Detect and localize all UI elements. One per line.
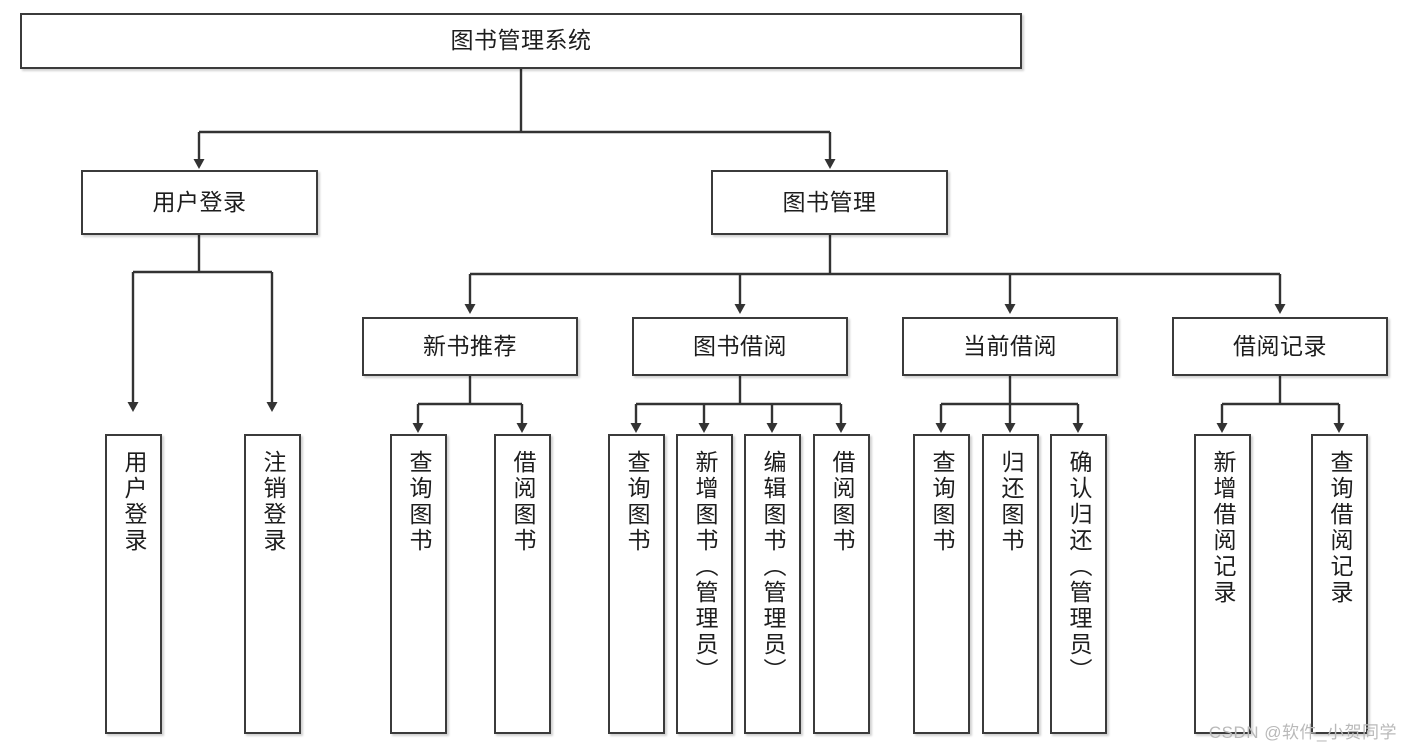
node-book-borrow-label: 图书借阅 (693, 332, 787, 359)
node-leaf-edit-book-label: 编辑图书（管理员） (760, 450, 786, 684)
node-leaf-logout[interactable]: 注销登录 (244, 434, 301, 734)
node-leaf-add-record-label: 新增借阅记录 (1210, 450, 1236, 606)
node-leaf-borrow-book-1-label: 借阅图书 (510, 450, 536, 554)
node-leaf-borrow-book-2-label: 借阅图书 (829, 450, 855, 554)
node-borrow-record[interactable]: 借阅记录 (1172, 317, 1388, 376)
connectors (127, 69, 1345, 433)
node-book-manage-label: 图书管理 (782, 188, 877, 215)
node-borrow-record-label: 借阅记录 (1233, 332, 1327, 359)
node-current-borrow[interactable]: 当前借阅 (902, 317, 1118, 376)
node-leaf-query-book-2[interactable]: 查询图书 (608, 434, 665, 734)
node-new-book-rec[interactable]: 新书推荐 (362, 317, 578, 376)
node-leaf-query-book-3[interactable]: 查询图书 (913, 434, 970, 734)
node-leaf-user-login-label: 用户登录 (121, 450, 147, 554)
node-leaf-borrow-book-1[interactable]: 借阅图书 (494, 434, 551, 734)
node-book-manage[interactable]: 图书管理 (711, 170, 948, 235)
node-leaf-query-book-1-label: 查询图书 (406, 450, 432, 554)
node-book-borrow[interactable]: 图书借阅 (632, 317, 848, 376)
node-leaf-add-book[interactable]: 新增图书（管理员） (676, 434, 733, 734)
node-leaf-query-book-1[interactable]: 查询图书 (390, 434, 447, 734)
node-leaf-query-book-3-label: 查询图书 (929, 450, 955, 554)
node-leaf-query-record-label: 查询借阅记录 (1327, 450, 1353, 606)
node-root-label: 图书管理系统 (450, 27, 592, 54)
node-user-login[interactable]: 用户登录 (81, 170, 318, 235)
node-leaf-edit-book[interactable]: 编辑图书（管理员） (744, 434, 801, 734)
node-root[interactable]: 图书管理系统 (20, 13, 1022, 69)
node-leaf-return-book[interactable]: 归还图书 (982, 434, 1039, 734)
node-user-login-label: 用户登录 (152, 188, 247, 215)
node-leaf-confirm-return-label: 确认归还（管理员） (1066, 450, 1092, 684)
node-new-book-rec-label: 新书推荐 (423, 332, 517, 359)
node-leaf-add-record[interactable]: 新增借阅记录 (1194, 434, 1251, 734)
node-leaf-add-book-label: 新增图书（管理员） (692, 450, 718, 684)
node-leaf-borrow-book-2[interactable]: 借阅图书 (813, 434, 870, 734)
node-leaf-logout-label: 注销登录 (260, 450, 286, 554)
node-leaf-return-book-label: 归还图书 (998, 450, 1024, 554)
node-leaf-query-book-2-label: 查询图书 (624, 450, 650, 554)
node-leaf-user-login[interactable]: 用户登录 (105, 434, 162, 734)
node-current-borrow-label: 当前借阅 (963, 332, 1057, 359)
node-leaf-query-record[interactable]: 查询借阅记录 (1311, 434, 1368, 734)
node-leaf-confirm-return[interactable]: 确认归还（管理员） (1050, 434, 1107, 734)
